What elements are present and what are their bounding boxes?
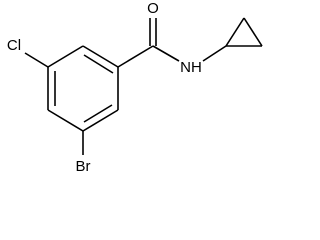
bond-ring-inner-3 (83, 104, 113, 123)
bond-nitrogen-cyclopropyl (202, 45, 227, 62)
structure-canvas: O NH Cl Br (6, 0, 263, 175)
bond-ring-c4-c5 (47, 109, 84, 132)
bond-ring-c2-c3 (47, 45, 84, 68)
molecule-structure: O NH Cl Br (7, 0, 263, 175)
amide-group: NH (152, 45, 227, 76)
bond-ring-carbonyl (117, 45, 154, 68)
oxygen-atom-label: O (147, 0, 159, 17)
bond-cyclopropyl-2 (225, 17, 245, 47)
chloro-substituent: Cl (7, 37, 49, 68)
bond-ring-c1-c2 (82, 45, 119, 68)
benzene-ring (47, 45, 119, 132)
bond-cyclopropyl-3 (243, 17, 263, 47)
bond-ring-inner-1 (83, 54, 114, 74)
chlorine-atom-label: Cl (7, 37, 21, 54)
nitrogen-atom-label: NH (180, 59, 202, 76)
bromo-substituent: Br (76, 131, 91, 175)
bond-carbonyl-nitrogen (152, 45, 180, 62)
carbonyl-group: O (117, 0, 159, 68)
cyclopropyl-ring (225, 17, 263, 47)
bond-ring-chlorine (24, 52, 49, 68)
bond-ring-c5-c6 (82, 109, 119, 132)
bromine-atom-label: Br (76, 158, 91, 175)
